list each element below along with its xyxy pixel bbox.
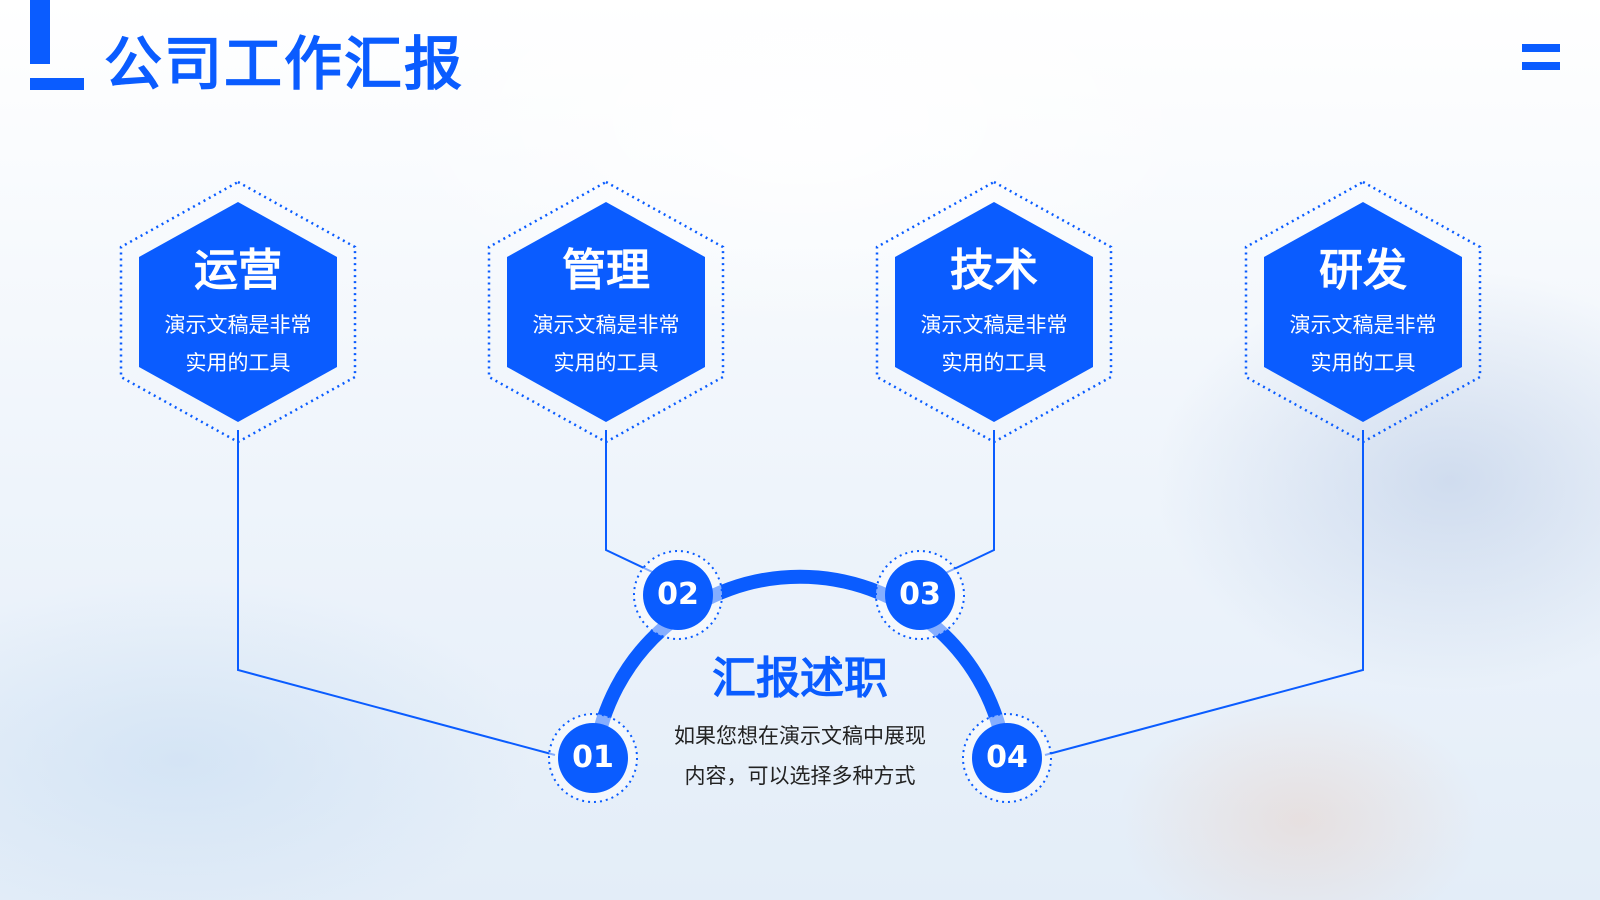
badge-04: 04 (986, 740, 1028, 775)
badge-01: 01 (572, 740, 614, 775)
title-accent-bar-bottom (30, 78, 84, 90)
card-desc: 演示文稿是非常 实用的工具 (1289, 313, 1437, 375)
card-desc: 演示文稿是非常 实用的工具 (920, 313, 1068, 375)
badge-circle-1 (548, 713, 638, 803)
connector-line-3 (934, 430, 995, 579)
title-accent-bar-top (30, 0, 50, 64)
center-arc (588, 569, 1012, 762)
card-technology: 技术 演示文稿是非常 实用的工具 (894, 244, 1094, 382)
card-operations: 运营 演示文稿是非常 实用的工具 (138, 244, 338, 382)
card-management: 管理 演示文稿是非常 实用的工具 (506, 244, 706, 382)
card-research: 研发 演示文稿是非常 实用的工具 (1263, 244, 1463, 382)
card-desc: 演示文稿是非常 实用的工具 (164, 313, 312, 375)
hexagon-2 (487, 180, 725, 444)
badge-circle-2 (633, 550, 723, 640)
hexagon-1 (119, 180, 357, 444)
card-title: 技术 (950, 245, 1038, 296)
card-desc: 演示文稿是非常 实用的工具 (532, 313, 680, 375)
hexagon-3 (875, 180, 1113, 444)
card-title: 管理 (562, 245, 650, 296)
connector-line-4 (1044, 430, 1364, 756)
badge-02: 02 (657, 577, 699, 612)
card-title: 运营 (194, 245, 282, 296)
connector-line-1 (237, 430, 556, 756)
center-title: 汇报述职 (712, 653, 888, 704)
page-title: 公司工作汇报 (104, 30, 465, 98)
badge-circle-4 (962, 713, 1052, 803)
badge-circle-3 (875, 550, 965, 640)
center-desc: 如果您想在演示文稿中展现 内容，可以选择多种方式 (674, 724, 926, 788)
connector-line-2 (605, 430, 666, 579)
badge-03: 03 (899, 577, 941, 612)
menu-icon[interactable] (1522, 44, 1562, 74)
card-title: 研发 (1319, 245, 1407, 296)
hexagon-4 (1244, 180, 1482, 444)
